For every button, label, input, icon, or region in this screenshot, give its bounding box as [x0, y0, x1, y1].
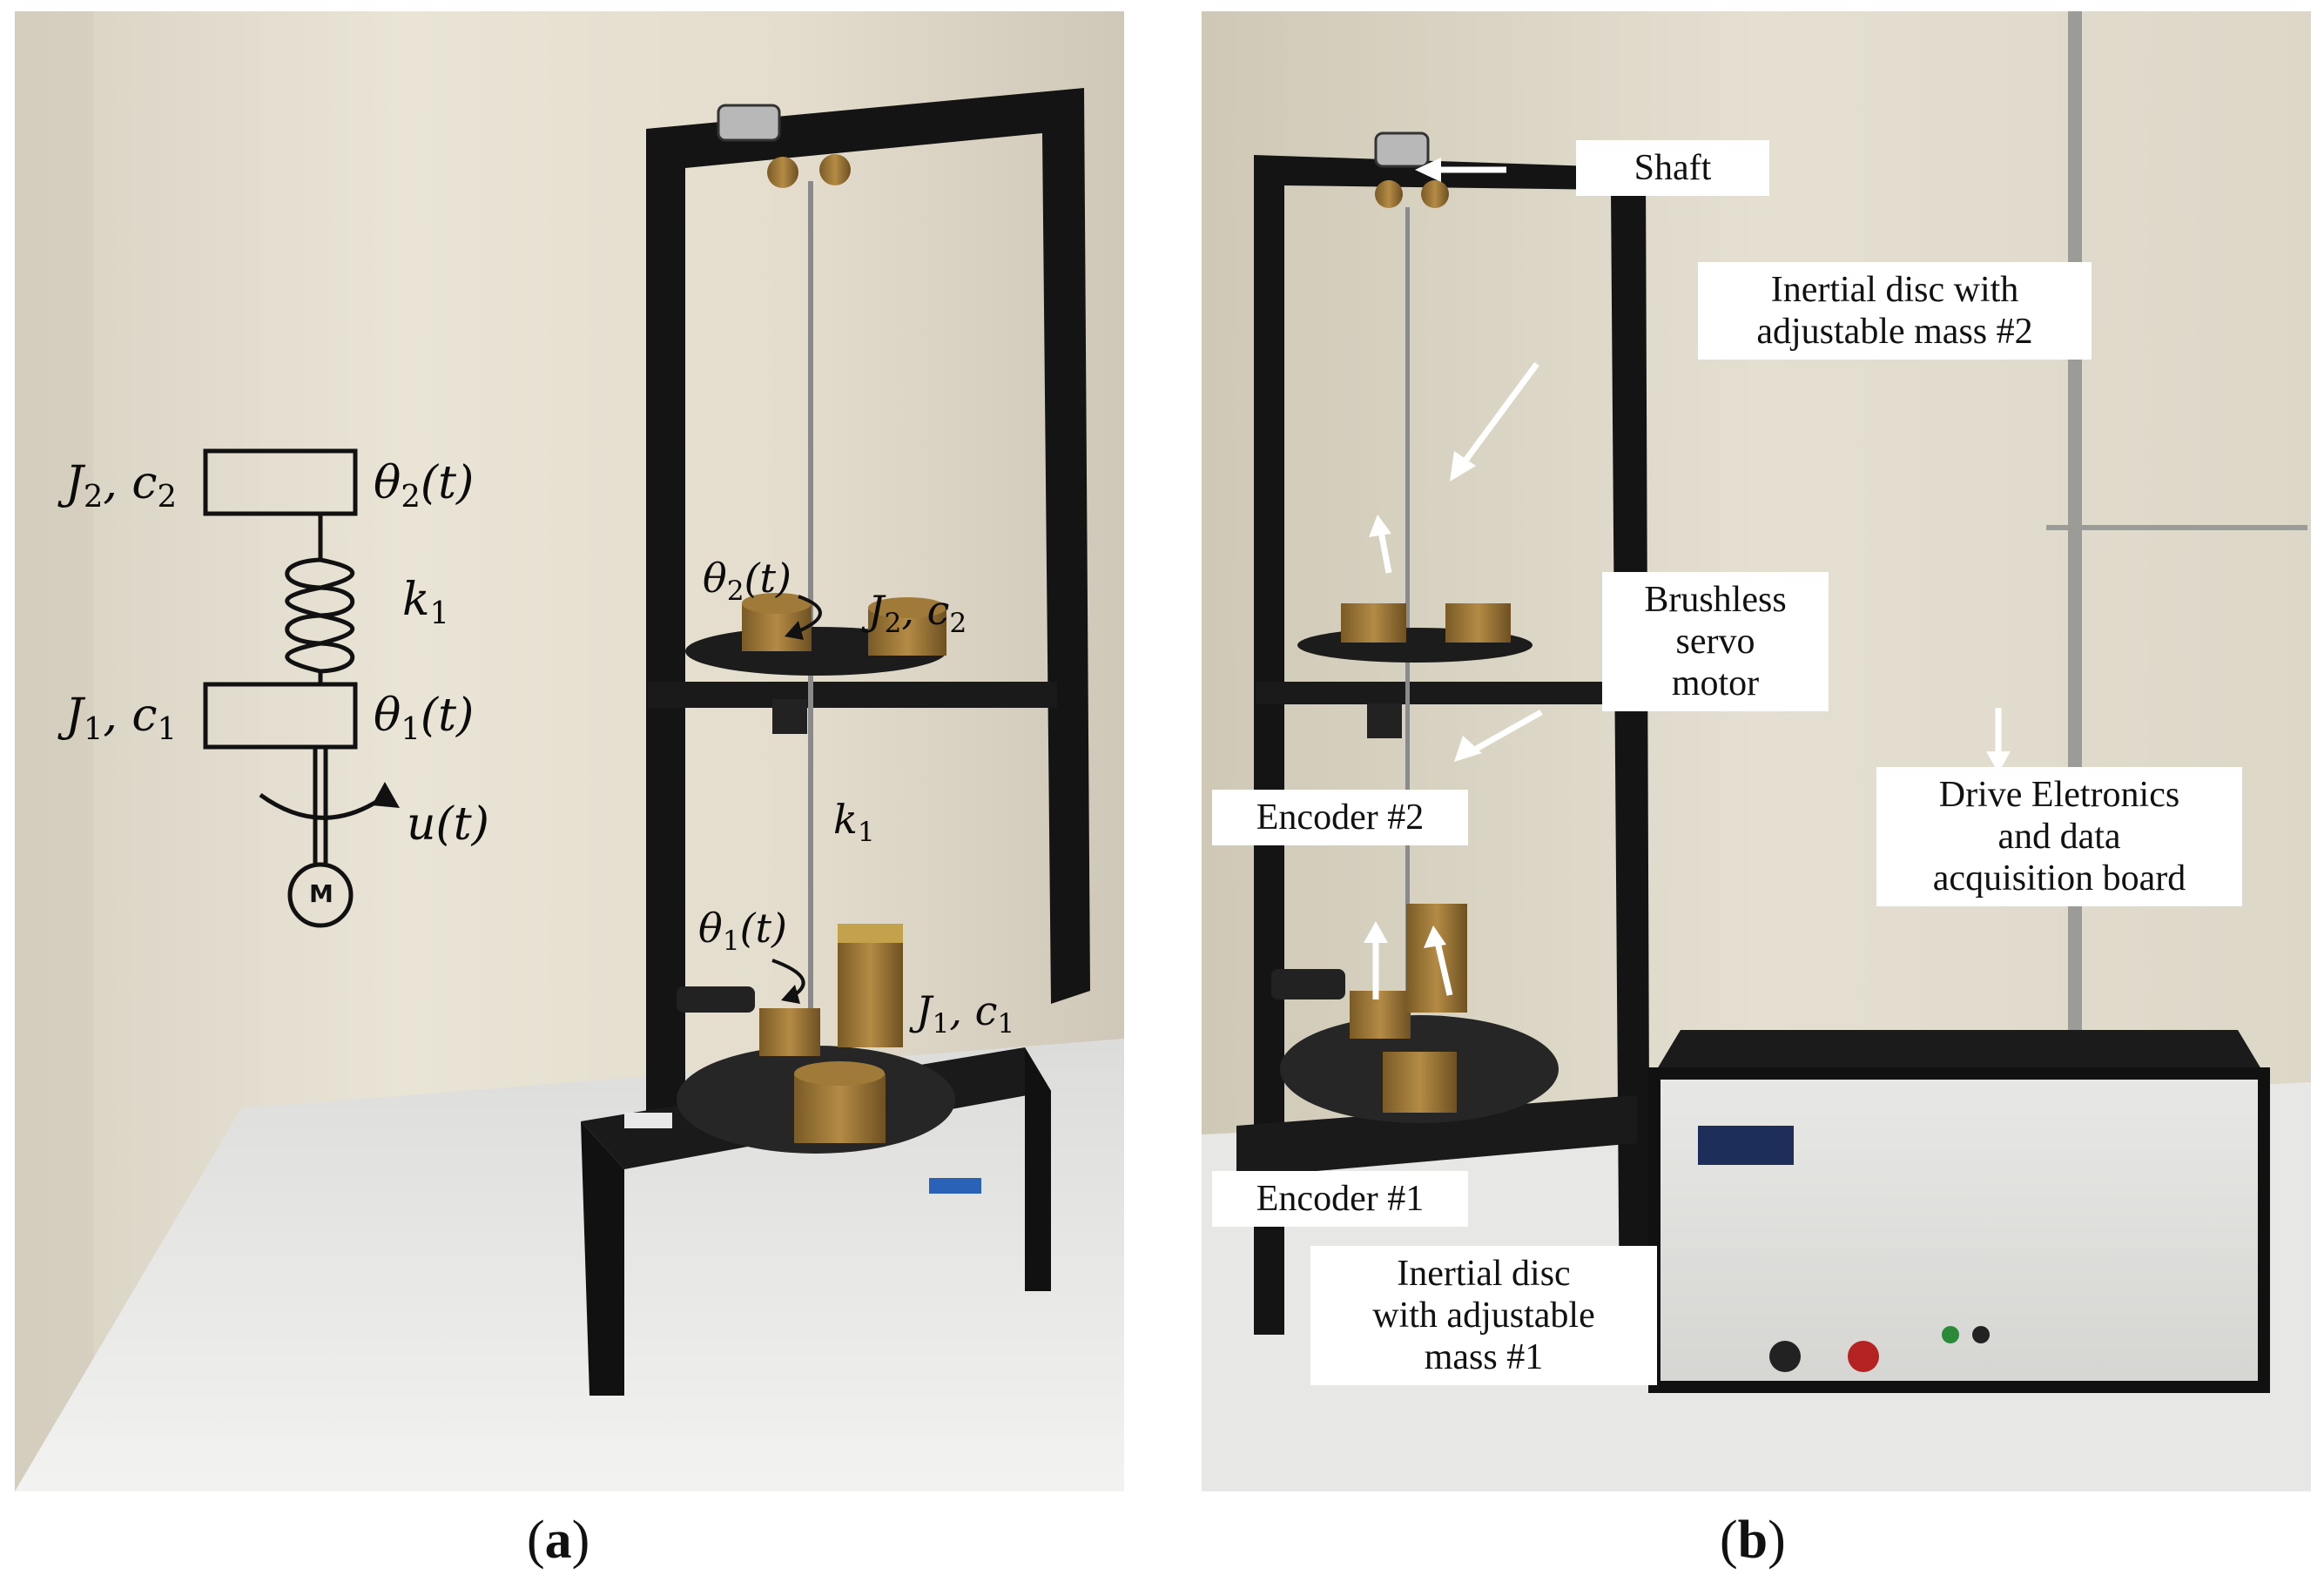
callout-disc-2: Inertial disc with adjustable mass #2: [1698, 262, 2092, 360]
callout-drive-line-1: Drive Eletronics: [1938, 775, 2180, 815]
torque-arrow-head: [372, 782, 400, 808]
caption-b: (b): [1720, 1511, 1786, 1570]
callout-motor-line-3: motor: [1671, 663, 1760, 703]
callout-shaft: Shaft: [1576, 140, 1769, 196]
schematic-input-label: u(t): [407, 798, 489, 851]
schematic-top-mass-label: J2, c2: [65, 457, 178, 515]
callout-encoder-2: Encoder #2: [1212, 790, 1468, 845]
photo-panel-a: J2, c2 θ2(t) k1 J1, c1 θ1(t) u(t) M θ2(t…: [15, 11, 1124, 1491]
torsional-rig-photo-a: [15, 11, 1124, 1491]
callout-encoder-1: Encoder #1: [1212, 1171, 1468, 1227]
photo-upper-inertia-label: J2, c2: [868, 587, 967, 639]
photo-upper-angle-label: θ2(t): [703, 555, 792, 607]
callout-disc-1-line-3: mass #1: [1424, 1337, 1544, 1377]
callout-disc-1-line-1: Inertial disc: [1397, 1254, 1571, 1294]
photo-lower-inertia-label: J1, c1: [916, 987, 1015, 1040]
callout-motor-line-2: servo: [1675, 622, 1755, 662]
callout-drive-line-2: and data: [1997, 817, 2121, 857]
callout-drive-line-3: acquisition board: [1932, 858, 2186, 898]
callout-disc-2-line-1: Inertial disc with: [1770, 270, 2019, 310]
callout-motor-line-1: Brushless: [1644, 580, 1787, 620]
schematic-bottom-mass-label: J1, c1: [65, 690, 178, 747]
photo-panel-b: Shaft Inertial disc with adjustable mass…: [1202, 11, 2311, 1491]
callout-disc-1: Inertial disc with adjustable mass #1: [1310, 1246, 1657, 1385]
caption-a: (a): [527, 1511, 590, 1570]
motor-symbol-label: M: [309, 879, 333, 908]
callout-motor: Brushless servo motor: [1602, 572, 1829, 711]
photo-lower-angle-label: θ1(t): [698, 905, 787, 957]
schematic-bottom-angle-label: θ1(t): [374, 690, 475, 747]
schematic-spring-label: k1: [402, 574, 450, 631]
photo-stiffness-label: k1: [833, 796, 875, 848]
callout-disc-2-line-2: adjustable mass #2: [1756, 312, 2033, 352]
schematic-diagram: [203, 448, 382, 928]
torsional-rig-photo-b: [1202, 11, 2311, 1491]
callout-drive-electronics: Drive Eletronics and data acquisition bo…: [1876, 767, 2242, 906]
callout-disc-1-line-2: with adjustable: [1372, 1296, 1595, 1336]
schematic-top-angle-label: θ2(t): [374, 457, 475, 515]
